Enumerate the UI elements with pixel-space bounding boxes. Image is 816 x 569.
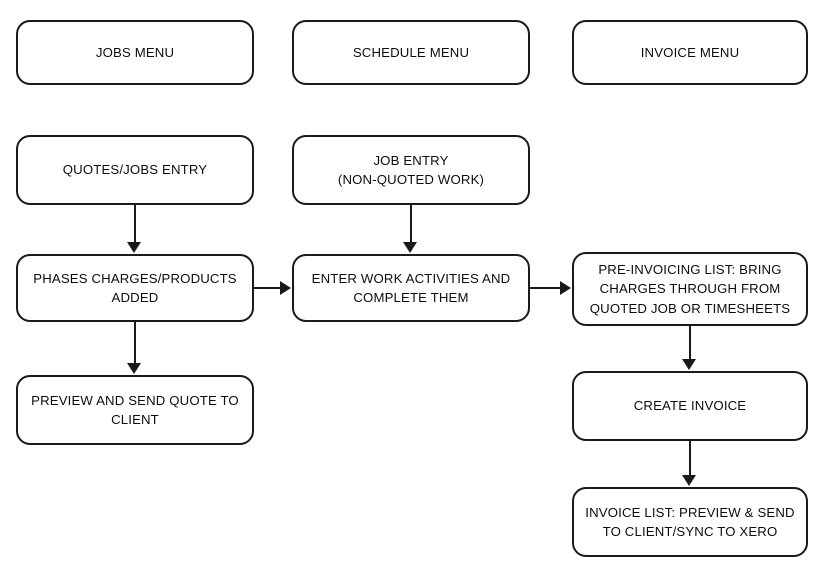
node-phases-charges-added[interactable]: PHASES CHARGES/PRODUCTS ADDED [16,254,254,322]
node-job-entry[interactable]: JOB ENTRY (NON-QUOTED WORK) [292,135,530,205]
edge-quotes-to-phases [133,205,136,243]
node-quotes-jobs-entry[interactable]: QUOTES/JOBS ENTRY [16,135,254,205]
node-label: INVOICE LIST: PREVIEW & SEND TO CLIENT/S… [585,504,795,539]
edge-enterwork-to-preinvoicing [530,286,561,289]
edge-phases-to-enterwork-arrowhead [280,281,291,295]
node-label: INVOICE MENU [640,44,740,60]
node-label: QUOTES/JOBS ENTRY [62,162,208,178]
node-enter-work-activities[interactable]: ENTER WORK ACTIVITIES AND COMPLETE THEM [292,254,530,322]
node-label: JOBS MENU [95,44,175,60]
edge-phases-to-preview-arrowhead [127,363,141,374]
edge-preinvoicing-to-create-arrowhead [682,359,696,370]
node-create-invoice[interactable]: CREATE INVOICE [572,371,808,441]
node-jobs-menu[interactable]: JOBS MENU [16,20,254,85]
node-label: CREATE INVOICE [633,398,747,414]
node-preview-send-quote[interactable]: PREVIEW AND SEND QUOTE TO CLIENT [16,375,254,445]
node-label: JOB ENTRY (NON-QUOTED WORK) [337,152,485,187]
edge-preinvoicing-to-create [688,326,691,360]
node-label: PREVIEW AND SEND QUOTE TO CLIENT [31,392,239,427]
edge-create-to-invoicelist-arrowhead [682,475,696,486]
node-invoice-list[interactable]: INVOICE LIST: PREVIEW & SEND TO CLIENT/S… [572,487,808,557]
edge-quotes-to-phases-arrowhead [127,242,141,253]
node-schedule-menu[interactable]: SCHEDULE MENU [292,20,530,85]
edge-create-to-invoicelist [688,441,691,476]
edge-job-to-enterwork [409,205,412,243]
edge-enterwork-to-preinvoicing-arrowhead [560,281,571,295]
node-label: PRE-INVOICING LIST: BRING CHARGES THROUG… [589,262,791,316]
edge-job-to-enterwork-arrowhead [403,242,417,253]
node-label: PHASES CHARGES/PRODUCTS ADDED [33,270,237,305]
node-label: SCHEDULE MENU [352,44,470,60]
edge-phases-to-preview [133,322,136,364]
node-label: ENTER WORK ACTIVITIES AND COMPLETE THEM [311,270,511,305]
node-invoice-menu[interactable]: INVOICE MENU [572,20,808,85]
edge-phases-to-enterwork [254,286,281,289]
node-pre-invoicing-list[interactable]: PRE-INVOICING LIST: BRING CHARGES THROUG… [572,252,808,326]
